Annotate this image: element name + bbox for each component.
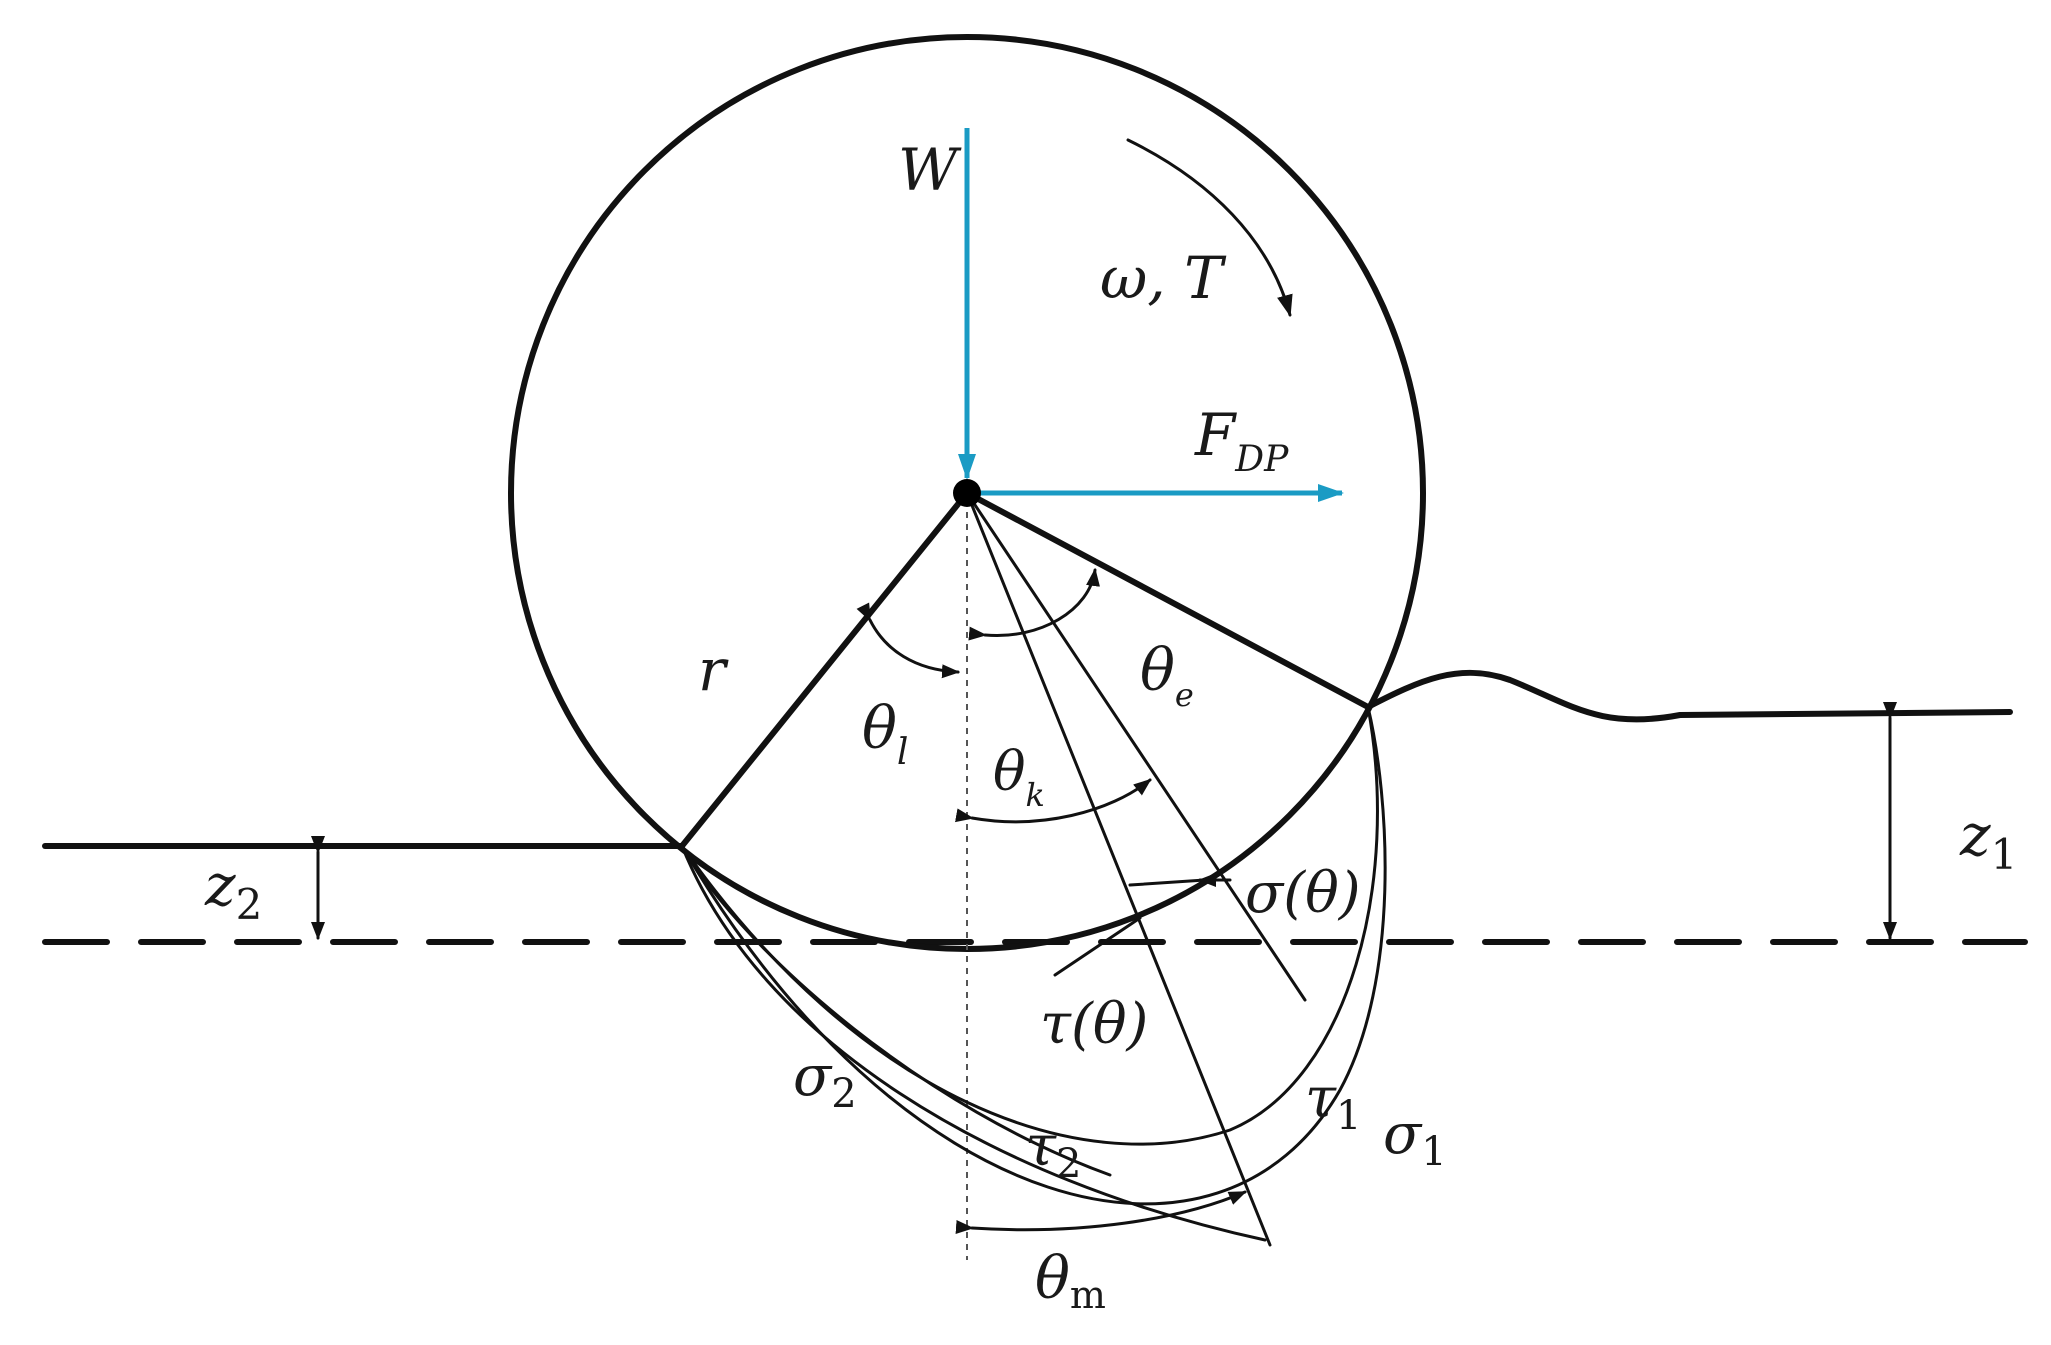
label-theta-e: θe: [1140, 636, 1194, 714]
theta-k-arc: [955, 778, 1152, 824]
label-tau2: τ2: [1025, 1114, 1081, 1187]
label-z1: z1: [1959, 801, 2017, 879]
label-theta-m: θm: [1035, 1244, 1106, 1317]
label-sigma1: σ1: [1383, 1102, 1447, 1175]
label-rotation: ω, T: [1100, 244, 1227, 312]
normal-stress-curve: [680, 705, 1387, 1206]
soil-surface-front: [1365, 669, 2013, 723]
label-radius: r: [698, 636, 729, 704]
label-tau1: τ1: [1305, 1066, 1361, 1139]
normal-stress-pointer-line: [1128, 878, 1207, 887]
label-normal-stress: σ(θ): [1245, 861, 1361, 926]
theta-m-arc: [955, 1190, 1247, 1234]
label-sigma2: σ2: [793, 1044, 857, 1117]
label-weight: W: [898, 136, 962, 204]
wheel-center-point: [953, 479, 981, 507]
rotation-arrow: [1126, 138, 1293, 317]
theta-e-arc: [968, 568, 1100, 641]
shear-stress-pointer: [1053, 916, 1142, 977]
tau2-curve: [680, 844, 1112, 1177]
shear-stress-curve: [680, 705, 1379, 1146]
label-theta-l: θl: [862, 694, 908, 773]
label-theta-k: θk: [993, 740, 1045, 814]
radius-line-rear: [679, 490, 970, 849]
radius-line-front: [964, 490, 1371, 710]
theta-l-arc: [856, 602, 960, 679]
label-z2: z2: [204, 851, 262, 929]
label-drawbar-pull: FDP: [1194, 401, 1289, 480]
label-shear-stress: τ(θ): [1040, 992, 1148, 1057]
